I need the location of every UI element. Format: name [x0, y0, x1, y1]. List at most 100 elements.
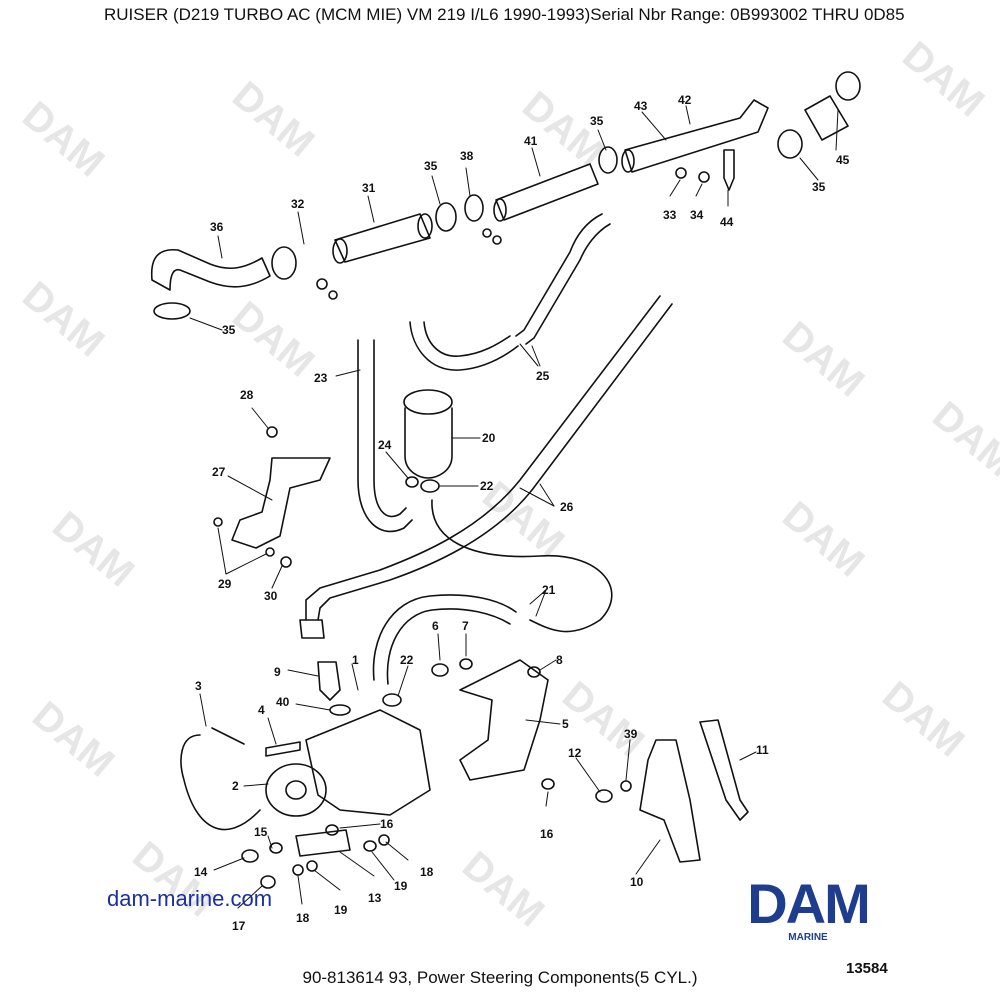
callout-13: 13 — [368, 891, 382, 905]
clamp-22-lower — [382, 693, 402, 707]
bolt-4 — [265, 741, 301, 757]
page-header: RUISER (D219 TURBO AC (MCM MIE) VM 219 I… — [0, 0, 1000, 30]
bracket-27 — [231, 457, 331, 549]
callout-30: 30 — [264, 589, 278, 603]
clamp-35-left — [153, 302, 191, 320]
callout-25: 25 — [536, 369, 550, 383]
nut-16-left — [325, 824, 339, 836]
callout-41: 41 — [524, 134, 538, 148]
watermark-layer: DAM DAM DAM DAM DAM DAM DAM DAM DAM DAM … — [14, 33, 1000, 935]
leader-lines — [189, 105, 839, 909]
washer-15 — [269, 842, 283, 854]
callout-10: 10 — [630, 875, 644, 889]
belt-3 — [180, 734, 261, 831]
callout-9: 9 — [274, 665, 281, 679]
callout-38: 38 — [460, 149, 474, 163]
watermark: DAM — [14, 93, 112, 185]
clamp-38 — [464, 194, 484, 222]
watermark: DAM — [514, 83, 612, 175]
callout-35-b: 35 — [590, 114, 604, 128]
line-26 — [305, 295, 661, 621]
bracket-10 — [639, 739, 701, 863]
callout-24: 24 — [378, 438, 392, 452]
callout-20: 20 — [482, 431, 496, 445]
callout-43: 43 — [634, 99, 648, 113]
watermark: DAM — [894, 33, 992, 125]
callout-17: 17 — [232, 919, 246, 933]
hose-23 — [357, 339, 413, 533]
sleeve-45 — [804, 95, 849, 141]
callout-11: 11 — [756, 743, 769, 757]
hose-41 — [495, 163, 599, 221]
callout-35-a: 35 — [424, 159, 438, 173]
callout-34: 34 — [690, 208, 704, 222]
callout-44: 44 — [720, 215, 734, 229]
callout-26: 26 — [560, 500, 574, 514]
callout-32: 32 — [291, 197, 305, 211]
hose-25-upper — [515, 213, 603, 337]
callout-18-b: 18 — [296, 911, 310, 925]
reservoir-cap — [403, 389, 453, 415]
watermark: DAM — [224, 73, 322, 165]
watermark: DAM — [24, 693, 122, 785]
washer-19 — [306, 860, 318, 872]
hose-36 — [150, 249, 271, 291]
nut-18 — [292, 864, 304, 876]
bolt-6 — [431, 663, 449, 677]
clamp-32 — [271, 246, 297, 280]
bolt-17 — [260, 875, 276, 889]
plate-13 — [295, 829, 351, 857]
clamp-35-right-bot — [777, 129, 803, 159]
watermark: DAM — [454, 843, 552, 935]
callout-33: 33 — [663, 208, 677, 222]
reservoir-20 — [404, 407, 453, 479]
pump-body — [305, 709, 431, 816]
clamp-32-nut — [316, 278, 328, 290]
callout-19-b: 19 — [334, 903, 348, 917]
bracket-5 — [459, 659, 549, 781]
callout-40: 40 — [276, 695, 290, 709]
clamp-24 — [405, 476, 419, 488]
callout-29: 29 — [218, 577, 232, 591]
callout-19-a: 19 — [394, 879, 408, 893]
callout-14: 14 — [194, 865, 208, 879]
clamp-35-upper — [598, 146, 618, 174]
callout-4: 4 — [258, 703, 265, 717]
callout-27: 27 — [212, 465, 226, 479]
logo-word: DAM — [747, 872, 871, 935]
strap-11 — [699, 719, 749, 821]
nut-33 — [675, 167, 687, 179]
fitting-44 — [723, 149, 735, 191]
callout-36: 36 — [210, 220, 224, 234]
callout-39: 39 — [624, 727, 638, 741]
callout-31: 31 — [362, 181, 376, 195]
fitting-9 — [317, 661, 341, 701]
o-ring-40 — [329, 704, 351, 716]
watermark: DAM — [924, 393, 1000, 485]
nut-34 — [698, 171, 710, 183]
bolt-28 — [266, 426, 278, 438]
callout-8: 8 — [556, 653, 563, 667]
callout-16-b: 16 — [540, 827, 554, 841]
callout-35-d: 35 — [222, 323, 236, 337]
watermark: DAM — [224, 293, 322, 385]
callout-28: 28 — [240, 388, 254, 402]
callout-labels: 36 32 31 35 38 41 35 43 4 2 33 34 44 45 3… — [194, 93, 850, 933]
callout-45: 45 — [836, 153, 850, 167]
watermark: DAM — [14, 273, 112, 365]
drawing-number: 13584 — [846, 960, 888, 977]
callout-2: 2 — [232, 779, 239, 793]
pulley-2 — [265, 763, 327, 817]
site-link[interactable]: dam-marine.com — [107, 886, 273, 911]
hose-25-lower — [409, 321, 519, 371]
clamp-22-upper — [420, 479, 440, 493]
watermark: DAM — [774, 493, 872, 585]
washer-7 — [459, 658, 473, 670]
callout-6: 6 — [432, 619, 439, 633]
watermark: DAM — [44, 503, 142, 595]
page-footer: 90-813614 93, Power Steering Components(… — [0, 968, 1000, 988]
fitting-26 — [299, 619, 325, 639]
nut-16-right — [541, 778, 555, 790]
callout-15: 15 — [254, 825, 268, 839]
